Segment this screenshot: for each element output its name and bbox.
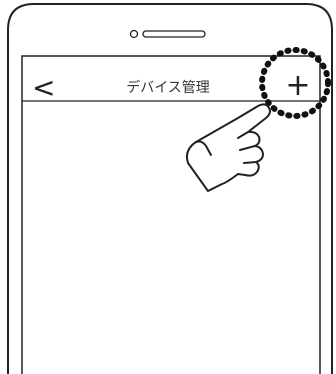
back-button[interactable]: < xyxy=(32,71,56,104)
dotted-circle-highlight-icon xyxy=(259,47,331,119)
page-title: デバイス管理 xyxy=(126,80,210,96)
pointing-hand-icon xyxy=(186,103,271,192)
speaker-grille-icon xyxy=(142,30,206,38)
camera-icon xyxy=(129,29,139,39)
add-device-button[interactable]: + xyxy=(285,68,311,103)
